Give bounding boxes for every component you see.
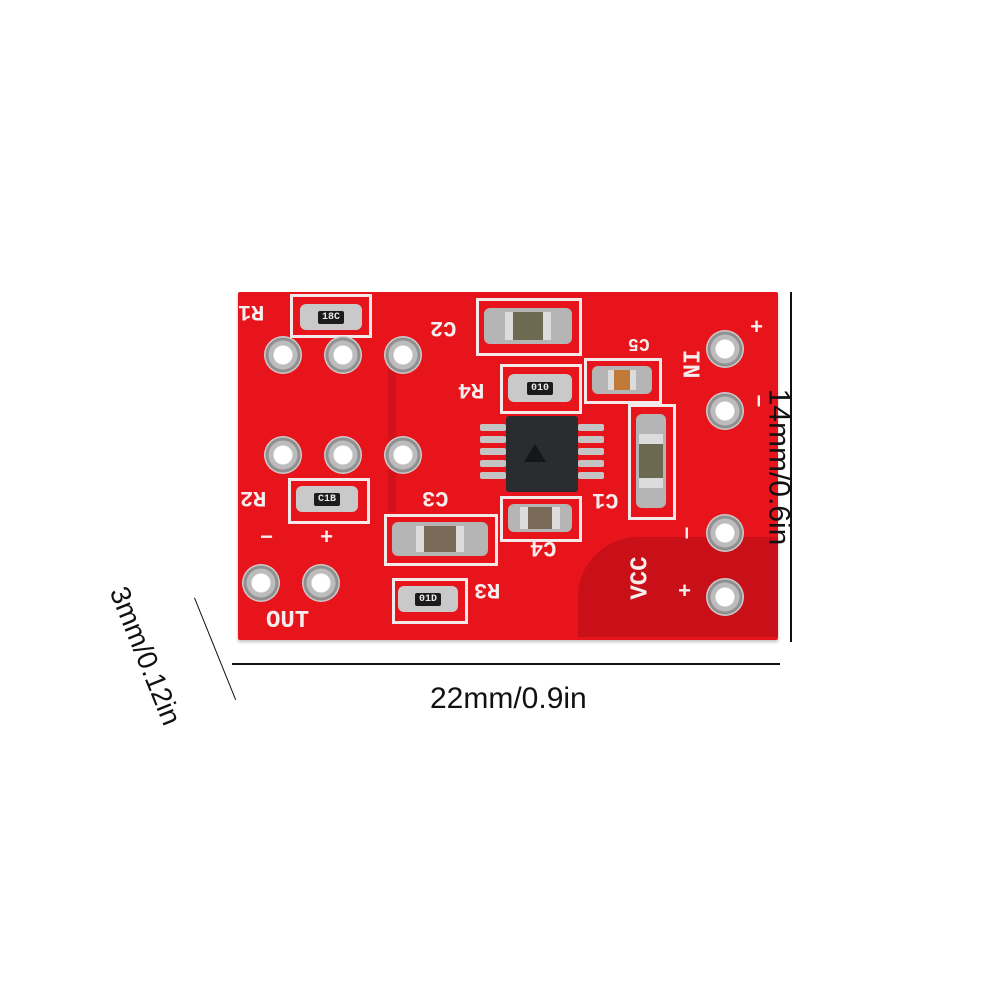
trace <box>388 352 396 512</box>
label-r2: R2 <box>240 485 267 510</box>
copper-pour <box>578 537 778 637</box>
c5-outline <box>584 358 662 404</box>
r2-outline <box>288 478 370 524</box>
label-out-minus: − <box>260 526 274 551</box>
label-c5: C5 <box>628 333 650 353</box>
label-r1: R1 <box>238 299 265 324</box>
ic-pin <box>480 460 506 467</box>
label-out: OUT <box>266 608 310 635</box>
thickness-dimension-line <box>194 597 237 700</box>
through-hole <box>324 436 362 474</box>
r4-code: 010 <box>526 381 553 395</box>
through-hole <box>264 436 302 474</box>
ic-pin <box>480 436 506 443</box>
resistor-r1: 18C <box>300 304 362 330</box>
ic-pin <box>578 448 604 455</box>
in-plus-hole <box>706 330 744 368</box>
resistor-r3: 01D <box>398 586 458 612</box>
width-dimension-line <box>232 663 780 665</box>
label-vcc: VCC <box>627 556 655 600</box>
ic-pin <box>578 460 604 467</box>
resistor-r2: C1B <box>296 486 358 512</box>
label-c2: C2 <box>430 315 457 340</box>
label-r4: R4 <box>458 377 485 402</box>
ic-pin <box>578 472 604 479</box>
vcc-minus-hole <box>706 514 744 552</box>
label-in: IN <box>675 349 703 379</box>
ic-pin <box>480 472 506 479</box>
through-hole <box>324 336 362 374</box>
c3-outline <box>384 514 498 566</box>
pcb-board: R1 18C C2 C5 R4 010 C1 IN <box>238 292 778 640</box>
label-vcc-plus: + <box>678 580 692 605</box>
c4-outline <box>500 496 582 542</box>
height-dimension-label: 14mm/0.6in <box>762 388 796 546</box>
ic-pin <box>480 424 506 431</box>
through-hole <box>384 436 422 474</box>
vcc-plus-hole <box>706 578 744 616</box>
c2-outline <box>476 298 582 356</box>
out-minus-hole <box>242 564 280 602</box>
label-out-plus: + <box>320 526 334 551</box>
out-plus-hole <box>302 564 340 602</box>
capacitor-c1 <box>636 414 666 508</box>
c1-outline <box>628 404 676 520</box>
in-minus-hole <box>706 392 744 430</box>
ic-pin <box>480 448 506 455</box>
logo-icon <box>524 444 546 462</box>
r1-outline <box>290 294 372 338</box>
height-dimension-line <box>790 292 792 642</box>
r4-outline <box>500 364 582 414</box>
r2-code: C1B <box>313 492 340 506</box>
r1-code: 18C <box>317 310 344 324</box>
amplifier-ic <box>506 416 578 492</box>
resistor-r4: 010 <box>508 374 572 402</box>
capacitor-c4 <box>508 504 572 532</box>
width-dimension-label: 22mm/0.9in <box>430 682 587 715</box>
through-hole <box>264 336 302 374</box>
capacitor-c5 <box>592 366 652 394</box>
label-c3: C3 <box>422 485 449 510</box>
label-r3: R3 <box>474 577 501 602</box>
through-hole <box>384 336 422 374</box>
thickness-dimension-label: 3mm/0.12in <box>103 582 188 730</box>
capacitor-c2 <box>484 308 572 344</box>
label-in-plus: + <box>750 316 764 341</box>
ic-pin <box>578 436 604 443</box>
capacitor-c3 <box>392 522 488 556</box>
r3-outline <box>392 578 468 624</box>
label-c1: C1 <box>592 487 619 512</box>
label-c4: C4 <box>530 535 557 560</box>
ic-pin <box>578 424 604 431</box>
label-vcc-minus: − <box>672 526 698 540</box>
r3-code: 01D <box>414 592 441 606</box>
